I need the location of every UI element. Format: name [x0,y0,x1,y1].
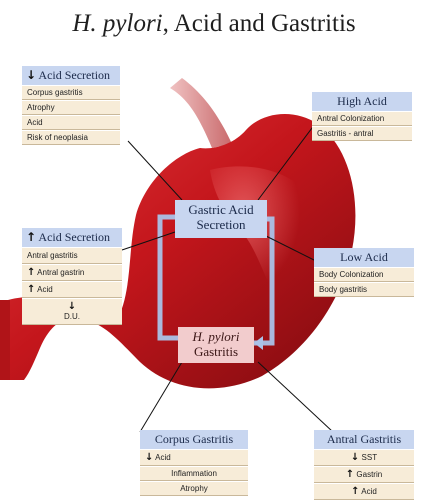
list-item: ↑ Acid [22,281,122,298]
list-item: ↓ Acid [140,449,248,466]
list-item: ↑ Gastrin [314,466,414,483]
list-item: Risk of neoplasia [22,130,120,145]
corpus-gastritis-box: Corpus Gastritis ↓ Acid Inflammation Atr… [140,430,248,496]
up-arrow-icon: ↑ [27,284,36,295]
antral-gastritis-box: Antral Gastritis ↓ SST ↑ Gastrin ↑ Acid [314,430,414,500]
high-acid-box: High Acid Antral Colonization Gastritis … [312,92,412,141]
list-item: ↓ SST [314,449,414,466]
list-item: Atrophy [140,481,248,496]
low-acid-box: Low Acid Body Colonization Body gastriti… [314,248,414,297]
acid-secretion-down-box: ↓ Acid Secretion Corpus gastritis Atroph… [22,66,120,145]
low-acid-header: Low Acid [314,248,414,267]
list-item: ↓D.U. [22,298,122,325]
h-pylori-gastritis-label: H. pylori Gastritis [178,327,254,363]
list-item: Corpus gastritis [22,85,120,100]
list-item: Antral gastritis [22,247,122,264]
list-item: Body Colonization [314,267,414,282]
list-item: Gastritis - antral [312,126,412,141]
list-item: Body gastritis [314,282,414,297]
high-acid-header: High Acid [312,92,412,111]
down-arrow-icon: ↓ [26,68,37,82]
up-arrow-icon: ↑ [351,486,360,497]
down-arrow-icon: ↓ [67,301,77,312]
up-arrow-icon: ↑ [27,267,36,278]
list-item: ↑ Antral gastrin [22,264,122,281]
antral-gastritis-header: Antral Gastritis [314,430,414,449]
up-arrow-icon: ↑ [345,469,355,480]
down-arrow-icon: ↓ [145,452,154,463]
acid-secretion-up-header: ↑ Acid Secretion [22,228,122,247]
up-arrow-icon: ↑ [26,230,37,244]
list-item: Acid [22,115,120,130]
connector-line-icon [121,119,334,433]
list-item: Antral Colonization [312,111,412,126]
list-item: Inflammation [140,466,248,481]
page-title: H. pylori, Acid and Gastritis [0,10,428,38]
acid-secretion-up-box: ↑ Acid Secretion Antral gastritis ↑ Antr… [22,228,122,325]
esophagus-shape [170,78,232,148]
title-rest: , Acid and Gastritis [162,10,356,37]
list-item: ↑ Acid [314,483,414,500]
title-italic: H. pylori [72,10,163,37]
acid-secretion-down-header: ↓ Acid Secretion [22,66,120,85]
gastric-acid-secretion-label: Gastric Acid Secretion [175,200,267,238]
corpus-gastritis-header: Corpus Gastritis [140,430,248,449]
down-arrow-icon: ↓ [350,452,360,463]
list-item: Atrophy [22,100,120,115]
